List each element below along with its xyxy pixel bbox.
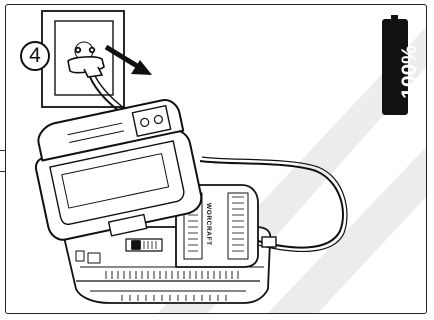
step-number-badge: 4: [20, 41, 50, 71]
charger-illustration: [34, 10, 426, 313]
charger-brand-logo: WORCRAFT: [205, 203, 212, 246]
battery-pack: [34, 98, 203, 241]
unplug-arrow-icon: [104, 44, 152, 75]
battery-full-icon: [382, 15, 408, 115]
power-cord: [199, 156, 348, 252]
battery-level-label: 100%: [398, 45, 421, 99]
charger-base: [63, 184, 272, 304]
instruction-panel: 4 WORCRAFT 100%: [5, 4, 427, 314]
